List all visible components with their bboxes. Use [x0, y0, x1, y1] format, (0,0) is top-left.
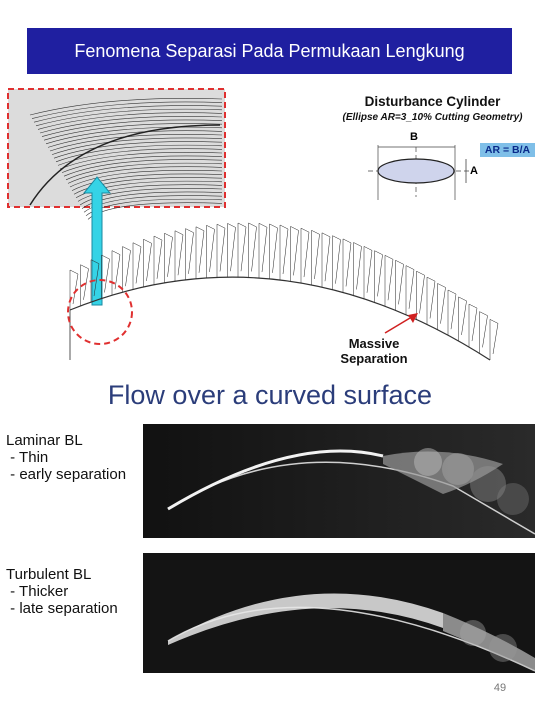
- laminar-line1: - Thin: [6, 449, 49, 466]
- zoom-arrow: [82, 176, 112, 306]
- dimension-b-label: B: [410, 131, 418, 143]
- dimension-a-label: A: [470, 165, 478, 177]
- page-number: 49: [493, 682, 507, 694]
- zoom-inset: [7, 88, 226, 220]
- laminar-line2: - early separation: [6, 466, 127, 483]
- laminar-flow-photo: [143, 424, 535, 538]
- aspect-ratio-callout: AR = B/A: [480, 143, 535, 157]
- turbulent-flow-photo: [143, 553, 535, 673]
- turbulent-label-group: Turbulent BL - Thicker - late separation: [6, 566, 118, 617]
- turbulent-title: Turbulent BL: [6, 566, 92, 583]
- ellipse-diagram: [368, 145, 470, 200]
- laminar-label-group: Laminar BL - Thin - early separation: [6, 432, 126, 483]
- flow-simulation-figure: [7, 88, 499, 361]
- massive-separation-label: Massive Separation: [340, 336, 408, 366]
- slide-title: Fenomena Separasi Pada Permukaan Lengkun…: [74, 40, 465, 61]
- separation-highlight-circle: [67, 279, 133, 345]
- turbulent-line1: - Thicker: [6, 583, 69, 600]
- slide-title-bar: Fenomena Separasi Pada Permukaan Lengkun…: [27, 28, 512, 74]
- turbulent-line2: - late separation: [6, 600, 118, 617]
- disturbance-title: Disturbance Cylinder: [364, 94, 501, 109]
- curved-surface: [69, 222, 499, 361]
- laminar-title: Laminar BL: [6, 432, 83, 449]
- disturbance-subtitle: (Ellipse AR=3_10% Cutting Geometry): [342, 112, 523, 123]
- section-heading: Flow over a curved surface: [107, 380, 433, 410]
